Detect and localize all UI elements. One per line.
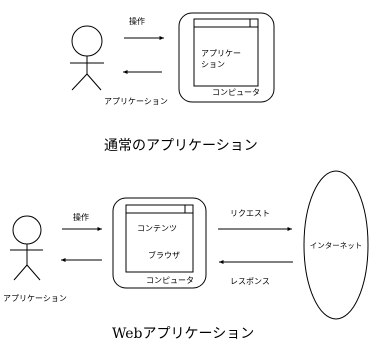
response-label: レスポンス xyxy=(230,277,270,286)
user-stick-figure-2 xyxy=(10,215,43,281)
caption-1: 通常のアプリケーション xyxy=(104,138,258,154)
internet-label: インターネット xyxy=(310,241,363,250)
app-window-1 xyxy=(193,18,259,87)
computer-label-1: コンピュータ xyxy=(212,88,260,97)
label-operation-2: 操作 xyxy=(73,212,89,222)
computer-box-2 xyxy=(112,197,207,289)
label-operation-1: 操作 xyxy=(129,16,145,26)
window-label-1b: ション xyxy=(201,60,225,69)
user-label-2: アプリケーション xyxy=(3,294,67,303)
request-label: リクエスト xyxy=(230,209,270,218)
diagram-web-application: 操作 コンテンツ ブラウザ コンピュータ リクエスト レスポンス インターネット… xyxy=(3,170,369,342)
window-button-1 xyxy=(249,18,259,28)
contents-label: コンテンツ xyxy=(137,224,177,233)
caption-2: Webアプリケーション xyxy=(112,326,254,342)
window-label-1a: アプリケー xyxy=(201,49,241,58)
internet-cloud xyxy=(303,170,369,320)
caption-web-part: Web xyxy=(112,326,143,342)
diagram-normal-application: 操作 アプリケー ション コンピュータ アプリケーション 通常のアプリケーション xyxy=(70,12,275,154)
computer-box-1 xyxy=(178,12,275,103)
browser-window xyxy=(125,204,194,273)
computer-label-2: コンピュータ xyxy=(146,276,194,285)
user-label-1: アプリケーション xyxy=(104,97,168,106)
caption-rest-part: アプリケーション xyxy=(143,326,255,342)
browser-button xyxy=(184,204,194,214)
user-stick-figure-1 xyxy=(70,25,104,91)
browser-label: ブラウザ xyxy=(148,250,180,260)
